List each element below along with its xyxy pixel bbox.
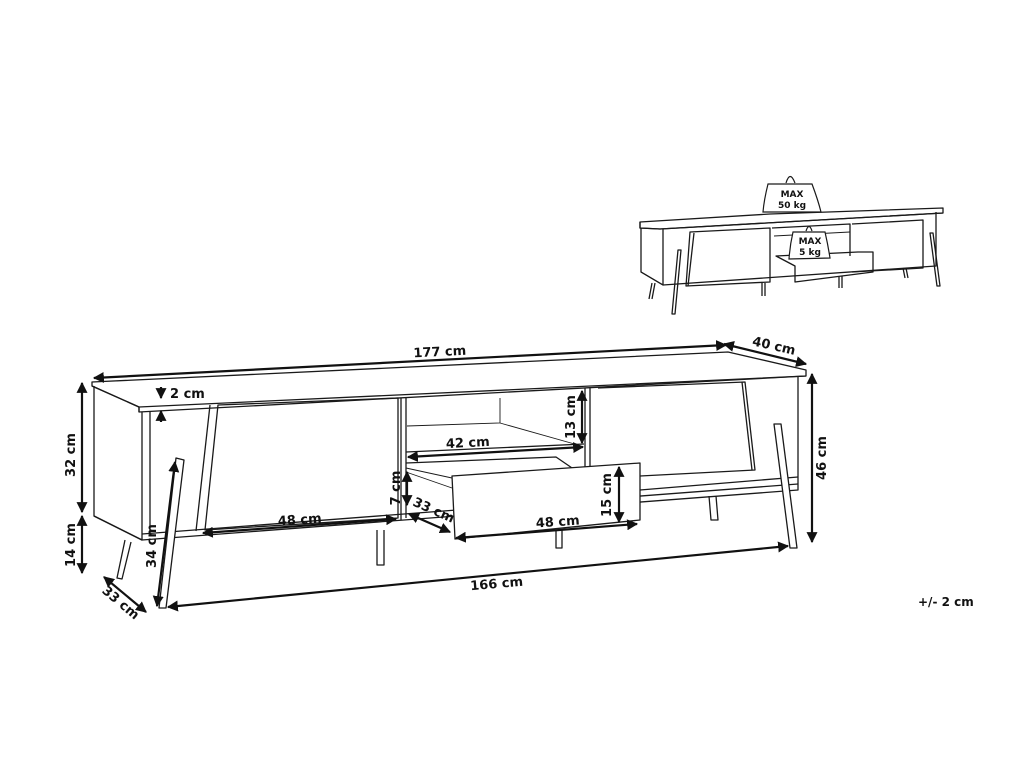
load-illustration: MAX 50 kg MAX 5 kg (639, 175, 944, 315)
dim-drawer-inner-height: 7 cm (389, 471, 404, 506)
dim-compartment-width: 48 cm (277, 511, 322, 529)
top-load-line1: MAX (781, 190, 804, 200)
weight-icon-50kg: MAX 50 kg (762, 175, 822, 213)
dimension-lines: 177 cm 40 cm 46 cm 32 cm 14 cm 2 cm 13 c… (64, 334, 830, 623)
dim-body-height: 32 cm (64, 433, 79, 477)
dim-total-height: 46 cm (815, 436, 830, 480)
dim-total-width: 177 cm (413, 344, 467, 362)
dim-shelf-height: 13 cm (564, 395, 579, 439)
drawer-load-line2: 5 kg (799, 248, 821, 258)
dim-leg-length: 34 cm (145, 524, 160, 568)
drawer-load-line1: MAX (799, 237, 822, 247)
dim-shelf-width: 42 cm (446, 435, 491, 452)
dim-drawer-depth: 33 cm (410, 495, 456, 527)
top-load-line2: 50 kg (778, 201, 806, 211)
dim-leg-span-width: 166 cm (470, 575, 524, 595)
dim-drawer-front-height: 15 cm (600, 473, 615, 517)
dim-drawer-front-width: 48 cm (535, 513, 580, 531)
weight-icon-5kg: MAX 5 kg (788, 225, 831, 260)
tolerance-note: +/- 2 cm (918, 595, 974, 609)
dim-top-thickness: 2 cm (170, 387, 205, 402)
dim-leg-clearance: 14 cm (64, 523, 79, 567)
